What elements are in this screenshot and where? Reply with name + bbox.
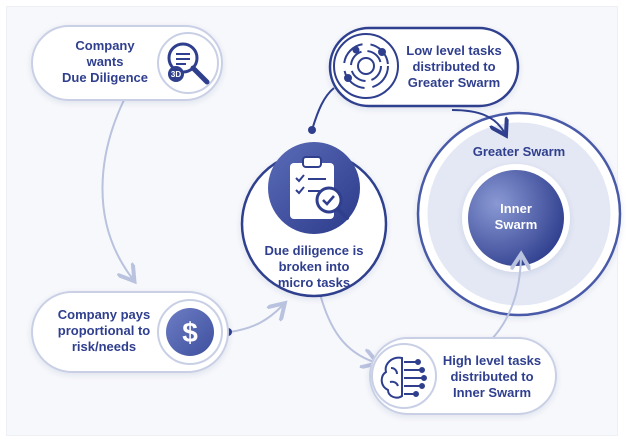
connector-due-diligence-to-high-level — [319, 293, 374, 362]
inner-swarm-label: Inner Swarm — [494, 201, 538, 232]
high-level-tasks-label: High level tasks distributed to Inner Sw… — [442, 353, 542, 400]
clipboard-check-icon — [290, 156, 349, 220]
dollar-coin-icon: $ — [166, 308, 214, 356]
company-pays-label: Company pays proportional to risk/needs — [57, 307, 151, 354]
brain-circuit-icon — [380, 356, 427, 399]
search-3d-icon: 3D — [167, 42, 210, 85]
company-wants-label: Company wants Due Diligence — [62, 38, 148, 85]
inner-swarm-circle — [462, 164, 570, 272]
connector-dot — [308, 126, 316, 134]
search-badge-text: 3D — [171, 70, 181, 79]
connector-due-diligence-to-low-level — [311, 87, 335, 131]
connector-pays-to-due-diligence — [229, 306, 282, 333]
due-diligence-label: Due diligence is broken into micro tasks — [264, 243, 364, 290]
connector-low-level-to-greater-swarm — [451, 109, 504, 132]
low-level-tasks-label: Low level tasks distributed to Greater S… — [406, 43, 502, 90]
orbit-icon — [343, 43, 389, 89]
dollar-sign-text: $ — [182, 317, 198, 348]
connector-wants-to-pays — [101, 99, 132, 278]
greater-swarm-label: Greater Swarm — [472, 144, 566, 159]
